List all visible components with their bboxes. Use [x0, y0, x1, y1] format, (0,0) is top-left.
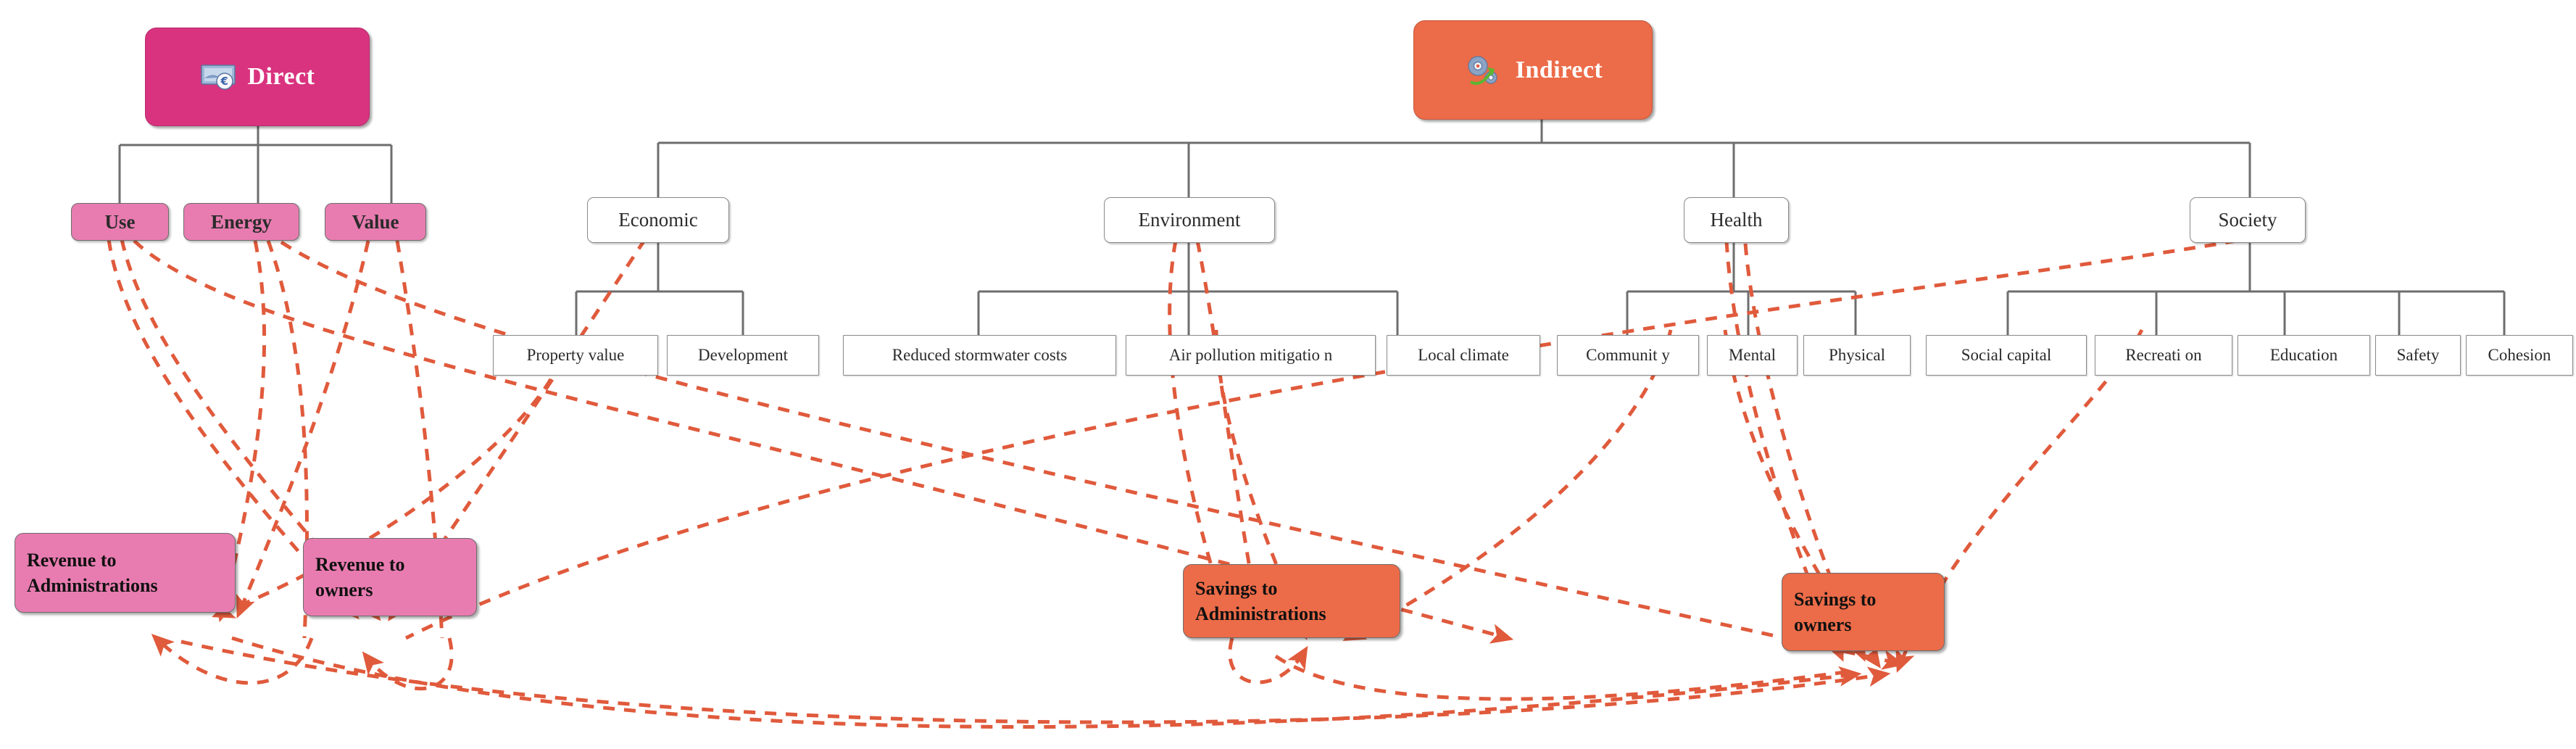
leaf-label: Cohesion	[2488, 346, 2551, 364]
outcome-line1: Savings to	[1794, 588, 1877, 610]
leaf-community[interactable]: Communit y	[1557, 335, 1699, 376]
outcome-line1: Revenue to	[27, 549, 117, 571]
link-bottom-sweep-2	[180, 640, 1891, 724]
leaf-label: Physical	[1829, 346, 1885, 364]
root-label-indirect: Indirect	[1515, 56, 1603, 83]
svg-text:€: €	[220, 75, 228, 88]
direct-tree-lines	[118, 126, 393, 203]
leaf-label: Mental	[1728, 346, 1777, 364]
leaf-property-value[interactable]: Property value	[493, 335, 658, 376]
leaf-recreation[interactable]: Recreati on	[2095, 335, 2232, 376]
root-node-indirect[interactable]: Indirect	[1413, 20, 1653, 120]
category-label-economic: Economic	[618, 209, 698, 231]
leaf-label: Education	[2269, 346, 2338, 364]
node-energy[interactable]: Energy	[183, 203, 299, 241]
leaf-label: Reduced stormwater costs	[892, 346, 1068, 364]
category-environment[interactable]: Environment	[1104, 197, 1275, 243]
node-value[interactable]: Value	[325, 203, 426, 241]
category-health[interactable]: Health	[1684, 197, 1789, 243]
outcome-line1: Revenue to	[315, 553, 405, 575]
leaf-air-pollution-mitigation[interactable]: Air pollution mitigatio n	[1126, 335, 1376, 376]
leaf-cohesion[interactable]: Cohesion	[2466, 335, 2573, 376]
node-label-use: Use	[104, 210, 136, 233]
gears-growth-icon	[1463, 53, 1505, 88]
leaf-safety[interactable]: Safety	[2375, 335, 2461, 376]
leaf-label: Social capital	[1961, 346, 2052, 364]
root-label-direct: Direct	[247, 63, 315, 90]
outcome-savings-to-administrations[interactable]: Savings to Administrations	[1183, 564, 1400, 638]
outcome-line1: Savings to	[1195, 577, 1278, 599]
link-loop-revenue-owners	[362, 637, 454, 691]
link-bottom-sweep-3	[1274, 654, 1856, 701]
outcome-line2: owners	[315, 579, 373, 600]
leaf-label: Development	[698, 346, 788, 364]
leaf-development[interactable]: Development	[667, 335, 819, 376]
leaf-mental[interactable]: Mental	[1707, 335, 1798, 376]
link-loop-savings-admin	[1228, 637, 1308, 684]
outcome-revenue-to-administrations[interactable]: Revenue to Administrations	[14, 533, 236, 613]
leaf-label: Recreati on	[2125, 346, 2202, 364]
root-node-direct[interactable]: € Direct	[145, 28, 370, 126]
outcome-revenue-to-owners[interactable]: Revenue to owners	[303, 538, 477, 616]
link-loop-revenue-admin	[151, 634, 314, 685]
category-label-society: Society	[2218, 209, 2277, 231]
category-label-environment: Environment	[1138, 209, 1241, 231]
outcome-savings-to-owners[interactable]: Savings to owners	[1782, 573, 1945, 651]
outcome-line2: Administrations	[1195, 603, 1326, 624]
node-use[interactable]: Use	[71, 203, 169, 241]
leaf-reduced-stormwater-costs[interactable]: Reduced stormwater costs	[843, 335, 1116, 376]
leaf-label: Property value	[526, 346, 625, 364]
euro-banknote-icon: €	[200, 62, 238, 91]
leaf-education[interactable]: Education	[2238, 335, 2370, 376]
node-label-value: Value	[352, 210, 399, 233]
category-society[interactable]: Society	[2190, 197, 2306, 243]
leaf-label: Local climate	[1418, 346, 1509, 364]
influence-links	[107, 238, 2238, 729]
leaf-label: Communit y	[1586, 346, 1670, 364]
link-energy-to-down	[266, 240, 309, 639]
leaf-local-climate[interactable]: Local climate	[1387, 335, 1540, 376]
leaf-physical[interactable]: Physical	[1803, 335, 1911, 376]
outcome-line2: owners	[1794, 614, 1852, 635]
category-economic[interactable]: Economic	[587, 197, 729, 243]
category-label-health: Health	[1710, 209, 1763, 231]
leaf-label: Safety	[2396, 346, 2440, 364]
outcome-line2: Administrations	[27, 575, 158, 596]
link-energy-to-savings-owners	[280, 240, 1906, 670]
leaf-social-capital[interactable]: Social capital	[1926, 335, 2087, 376]
node-label-energy: Energy	[211, 210, 272, 233]
link-bottom-sweep-1	[231, 636, 1862, 729]
leaf-label: Air pollution mitigatio n	[1168, 346, 1333, 364]
